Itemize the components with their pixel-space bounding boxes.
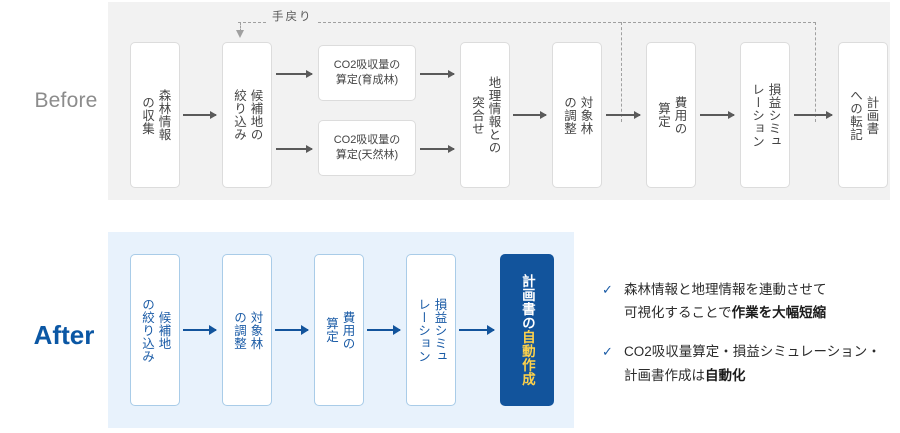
before-arrow-co2-natural-to-geo bbox=[420, 148, 454, 150]
benefit-item-1-line2-bold: 作業を大幅短縮 bbox=[731, 305, 827, 321]
after-step-simulation-label: 損益シミュ レーション bbox=[416, 297, 447, 363]
benefit-item-2-line2-plain: 計画書作成は bbox=[624, 367, 705, 383]
before-arrow-narrow-to-co2-planted bbox=[276, 73, 312, 75]
after-step-auto-plan: 計画書の自動作成 bbox=[500, 254, 554, 406]
before-arrow-cost-to-simulation bbox=[700, 114, 734, 116]
after-step-narrow: 候補地 の絞り込み bbox=[130, 254, 180, 406]
before-step-narrow: 候補地の 絞り込み bbox=[222, 42, 272, 188]
before-step-collect: 森林情報 の収集 bbox=[130, 42, 180, 188]
after-arrow-simulation-to-auto-plan bbox=[459, 329, 494, 331]
before-step-adjust: 対象林 の調整 bbox=[552, 42, 602, 188]
before-step-cost-label: 費用の 算定 bbox=[656, 95, 687, 135]
before-step-geo-match: 地理情報との 突合せ bbox=[460, 42, 510, 188]
before-step-cost: 費用の 算定 bbox=[646, 42, 696, 188]
before-step-co2-natural: CO2吸収量の 算定(天然林) bbox=[318, 120, 416, 176]
before-arrow-simulation-to-transcribe bbox=[794, 114, 832, 116]
check-icon: ✓ bbox=[602, 344, 613, 360]
before-step-geo-match-label: 地理情報との 突合せ bbox=[470, 76, 501, 154]
before-arrow-co2-planted-to-geo bbox=[420, 73, 454, 75]
after-label: After bbox=[33, 320, 95, 350]
after-arrow-narrow-to-adjust bbox=[183, 329, 216, 331]
benefit-item-1-line2-plain: 可視化することで bbox=[624, 305, 732, 321]
after-step-narrow-label: 候補地 の絞り込み bbox=[140, 297, 171, 363]
feedback-dashed-line-mid-drop bbox=[621, 22, 622, 122]
before-arrow-geo-to-adjust bbox=[513, 114, 546, 116]
before-step-simulation-label: 損益シミュ レーション bbox=[750, 82, 781, 148]
feedback-dashed-line-right-drop bbox=[815, 22, 816, 122]
after-step-auto-plan-highlight: 自動作成 bbox=[519, 330, 535, 386]
after-step-auto-plan-label: 計画書の自動作成 bbox=[518, 274, 536, 386]
before-section: Before 手戻り 森林情報 の収集 候補地の 絞り込み CO2吸収量の 算定… bbox=[0, 0, 900, 210]
before-step-co2-natural-label: CO2吸収量の 算定(天然林) bbox=[333, 134, 401, 161]
feedback-dashed-line-left-drop bbox=[240, 22, 241, 32]
feedback-dashed-line-horizontal bbox=[238, 22, 816, 23]
after-section: After 候補地 の絞り込み 対象林 の調整 費用の 算定 損益シミュ レーシ… bbox=[0, 210, 900, 433]
benefit-item-1-line1: 森林情報と地理情報を連動させて bbox=[624, 282, 827, 297]
before-step-collect-label: 森林情報 の収集 bbox=[140, 89, 171, 141]
after-step-adjust-label: 対象林 の調整 bbox=[232, 310, 263, 350]
before-step-simulation: 損益シミュ レーション bbox=[740, 42, 790, 188]
after-step-cost-label: 費用の 算定 bbox=[324, 310, 355, 350]
before-step-transcribe-label: 計画書 への転記 bbox=[848, 89, 879, 141]
after-step-adjust: 対象林 の調整 bbox=[222, 254, 272, 406]
benefit-item-1: ✓ 森林情報と地理情報を連動させて 可視化することで作業を大幅短縮 bbox=[602, 278, 898, 324]
benefits-list: ✓ 森林情報と地理情報を連動させて 可視化することで作業を大幅短縮 ✓ CO2吸… bbox=[602, 278, 898, 403]
feedback-label: 手戻り bbox=[268, 8, 317, 24]
before-label: Before bbox=[34, 89, 98, 112]
after-step-cost: 費用の 算定 bbox=[314, 254, 364, 406]
before-arrow-adjust-to-cost bbox=[606, 114, 640, 116]
after-arrow-adjust-to-cost bbox=[275, 329, 308, 331]
before-arrow-collect-to-narrow bbox=[183, 114, 216, 116]
benefit-item-2-line1: CO2吸収量算定・損益シミュレーション・ bbox=[624, 344, 881, 360]
before-step-narrow-label: 候補地の 絞り込み bbox=[232, 89, 263, 141]
after-step-auto-plan-plain: 計画書の bbox=[519, 274, 535, 330]
before-arrow-narrow-to-co2-natural bbox=[276, 148, 312, 150]
before-step-co2-planted-label: CO2吸収量の 算定(育成林) bbox=[333, 59, 401, 86]
check-icon: ✓ bbox=[602, 282, 613, 297]
before-step-co2-planted: CO2吸収量の 算定(育成林) bbox=[318, 45, 416, 101]
feedback-arrowhead-icon bbox=[236, 30, 244, 38]
before-step-adjust-label: 対象林 の調整 bbox=[562, 95, 593, 135]
after-arrow-cost-to-simulation bbox=[367, 329, 400, 331]
after-step-simulation: 損益シミュ レーション bbox=[406, 254, 456, 406]
benefit-item-2-line2-bold: 自動化 bbox=[705, 367, 746, 383]
before-step-transcribe: 計画書 への転記 bbox=[838, 42, 888, 188]
benefit-item-2: ✓ CO2吸収量算定・損益シミュレーション・ 計画書作成は自動化 bbox=[602, 340, 898, 386]
